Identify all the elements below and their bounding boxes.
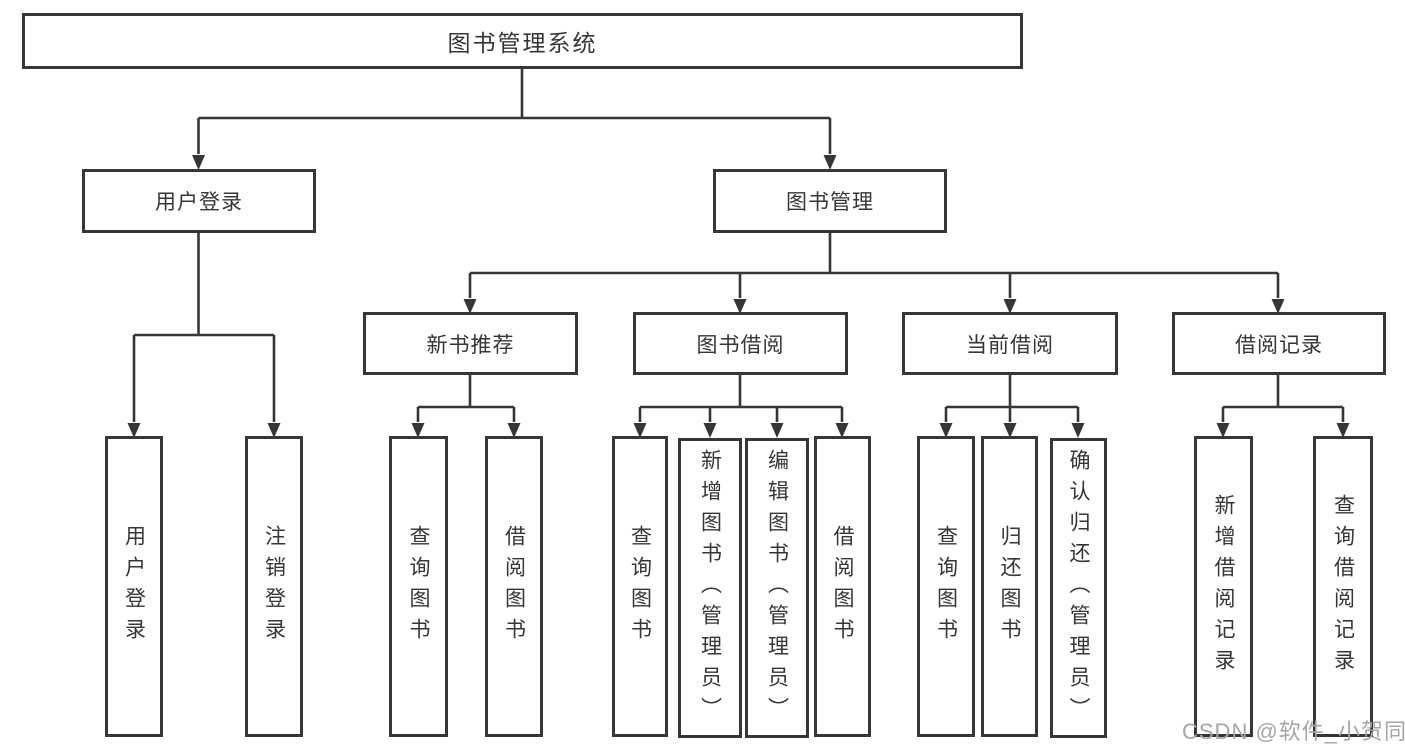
connector-user-login-to-leaves	[132, 232, 276, 422]
arrowhead	[411, 423, 425, 438]
node-book-management: 图书管理	[713, 169, 947, 233]
connector-borrow-record-to-leaves	[1221, 375, 1345, 422]
node-label: 图书管理	[786, 191, 874, 214]
connector-root-to-level2	[197, 69, 832, 154]
node-label: 归还图书	[998, 524, 1021, 649]
node-library-system: 图书管理系统	[22, 13, 1023, 69]
arrowhead	[703, 423, 717, 438]
arrowhead	[267, 423, 281, 438]
arrowhead	[1003, 299, 1017, 314]
leaf-logout: 注销登录	[245, 436, 303, 737]
node-book-borrowing: 图书借阅	[633, 312, 848, 375]
leaf-query-books-recommend: 查询图书	[389, 436, 448, 737]
node-label: 图书借阅	[696, 333, 785, 357]
node-label: 查询图书	[628, 524, 652, 649]
node-label: 用户登录	[122, 524, 146, 649]
arrowhead	[1271, 299, 1285, 314]
node-label: 新增借阅记录	[1212, 493, 1235, 680]
node-label: 新增图书（管理员）	[698, 448, 722, 728]
arrowhead	[1003, 423, 1017, 438]
node-label: 借阅图书	[502, 524, 526, 649]
arrowhead	[823, 155, 837, 170]
node-user-login: 用户登录	[82, 169, 316, 233]
leaf-edit-books-admin: 编辑图书（管理员）	[745, 438, 809, 738]
node-current-borrowing: 当前借阅	[902, 312, 1118, 375]
node-label: 编辑图书（管理员）	[765, 448, 789, 728]
arrowhead	[127, 423, 141, 438]
node-label: 新书推荐	[426, 333, 515, 357]
arrowheads	[127, 155, 1350, 438]
node-borrowing-records: 借阅记录	[1172, 312, 1386, 375]
arrowhead	[507, 423, 521, 438]
node-label: 注销登录	[262, 524, 286, 649]
connector-book-mgmt-to-level3	[468, 233, 1280, 298]
connector-book-borrow-to-leaves	[638, 375, 844, 422]
node-label: 查询图书	[934, 524, 958, 649]
node-label: 用户登录	[155, 191, 243, 214]
node-label: 借阅图书	[831, 524, 854, 649]
leaf-add-books-admin: 新增图书（管理员）	[678, 438, 742, 738]
connector-new-book-to-leaves	[416, 375, 516, 422]
leaf-query-borrow-record: 查询借阅记录	[1313, 436, 1373, 737]
node-new-book-recommend: 新书推荐	[363, 312, 578, 375]
arrowhead	[633, 423, 647, 438]
arrowhead	[770, 423, 784, 438]
leaf-borrow-books-recommend: 借阅图书	[485, 436, 543, 737]
node-label: 借阅记录	[1235, 333, 1323, 357]
leaf-add-borrow-record: 新增借阅记录	[1194, 436, 1253, 737]
leaf-return-books: 归还图书	[981, 436, 1038, 737]
node-label: 图书管理系统	[447, 30, 598, 56]
node-label: 当前借阅	[966, 333, 1054, 357]
leaf-user-login: 用户登录	[105, 436, 163, 737]
node-label: 查询图书	[407, 524, 430, 649]
node-label: 确认归还（管理员）	[1067, 448, 1090, 728]
leaf-query-books-current: 查询图书	[917, 436, 975, 737]
csdn-watermark: CSDN @软件_小贺同学	[1182, 719, 1405, 744]
leaf-confirm-return-admin: 确认归还（管理员）	[1050, 438, 1107, 738]
arrowhead	[1336, 423, 1350, 438]
arrowhead	[1216, 423, 1230, 438]
arrowhead	[463, 299, 477, 314]
connector-current-borrow-to-leaves	[944, 375, 1080, 422]
node-label: 查询借阅记录	[1331, 493, 1355, 680]
arrowhead	[939, 423, 953, 438]
arrowhead	[733, 299, 747, 314]
leaf-query-books-borrow: 查询图书	[612, 436, 668, 737]
arrowhead	[1071, 423, 1085, 438]
arrowhead	[835, 423, 849, 438]
leaf-borrow-books: 借阅图书	[814, 436, 871, 737]
arrowhead	[192, 155, 205, 170]
